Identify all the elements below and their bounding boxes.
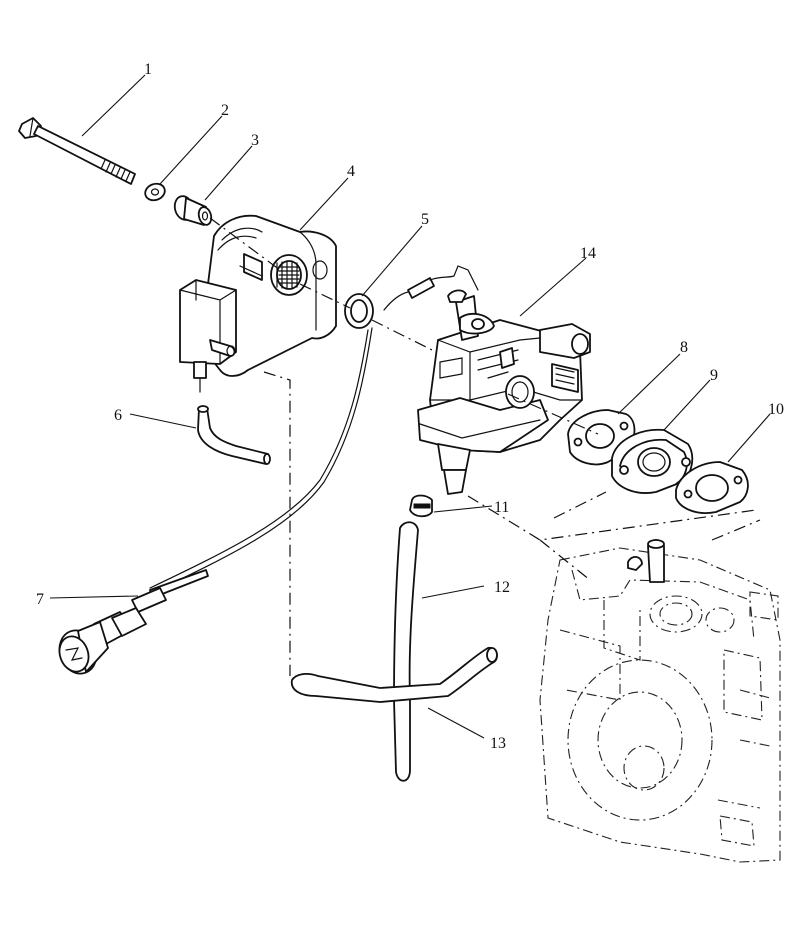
- part-3-collar: [173, 195, 213, 226]
- part-12-fuel-hose: [393, 521, 419, 782]
- part-7-choke-cable: [58, 265, 479, 675]
- leader-lines: [49, 74, 771, 739]
- callout-8: 8: [680, 339, 688, 356]
- callout-10: 10: [768, 401, 784, 418]
- part-6-short-hose: [197, 405, 271, 465]
- callout-14: 14: [580, 245, 596, 262]
- part-14-carburetor: [417, 289, 591, 495]
- part-13-curved-hose: [290, 646, 498, 703]
- callout-3: 3: [251, 132, 259, 149]
- part-10-gasket: [675, 461, 749, 514]
- callout-4: 4: [347, 163, 355, 180]
- callout-7: 7: [36, 591, 44, 608]
- part-5-o-ring: [344, 293, 374, 329]
- part-4-air-cleaner-housing: [179, 214, 337, 393]
- part-1-bolt: [18, 117, 136, 185]
- callout-6: 6: [114, 407, 122, 424]
- part-11-clamp: [409, 494, 433, 518]
- callout-1: 1: [144, 61, 152, 78]
- callout-numbers: 1 2 3 4 5 6 7 8 9 10 11 12 13 14: [36, 61, 784, 752]
- callout-11: 11: [494, 499, 509, 516]
- assembly-centerlines: [209, 217, 761, 676]
- part-2-washer: [144, 182, 166, 202]
- callout-2: 2: [221, 102, 229, 119]
- callout-12: 12: [494, 579, 510, 596]
- callout-13: 13: [490, 735, 506, 752]
- part-9-insulator: [611, 428, 694, 494]
- callout-5: 5: [421, 211, 429, 228]
- callout-9: 9: [710, 367, 718, 384]
- engine-block-phantom: [539, 539, 781, 863]
